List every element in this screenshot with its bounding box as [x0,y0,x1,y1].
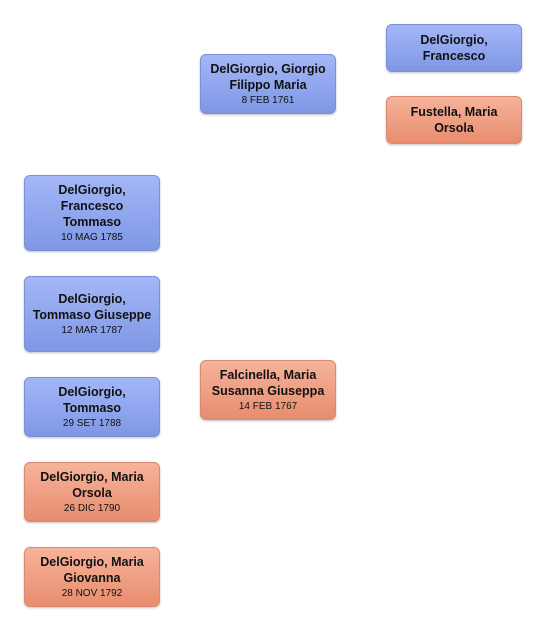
person-card-child[interactable]: DelGiorgio, Tommaso 29 SET 1788 [24,377,160,437]
person-date: 28 NOV 1792 [61,588,123,599]
person-card-child[interactable]: DelGiorgio, Maria Orsola 26 DIC 1790 [24,462,160,522]
person-name: DelGiorgio, Francesco Tommaso [58,183,126,229]
person-card-grandmother[interactable]: Fustella, Maria Orsola [386,96,522,144]
person-name: DelGiorgio, Giorgio Filippo Maria [210,62,326,92]
person-card-mother[interactable]: Falcinella, Maria Susanna Giuseppa 14 FE… [200,360,336,420]
person-date: 8 FEB 1761 [241,95,295,106]
person-card-child[interactable]: DelGiorgio, Maria Giovanna 28 NOV 1792 [24,547,160,607]
person-name: Falcinella, Maria Susanna Giuseppa [211,368,325,398]
person-date: 14 FEB 1767 [238,401,298,412]
person-date: 12 MAR 1787 [61,325,123,336]
person-name: DelGiorgio, Tommaso Giuseppe [32,292,152,322]
person-card-grandfather[interactable]: DelGiorgio, Francesco [386,24,522,72]
person-card-child[interactable]: DelGiorgio, Francesco Tommaso 10 MAG 178… [24,175,160,251]
person-name: DelGiorgio, Maria Giovanna [40,555,144,585]
person-name: Fustella, Maria Orsola [410,105,498,135]
person-date: 29 SET 1788 [62,418,122,429]
person-card-child[interactable]: DelGiorgio, Tommaso Giuseppe 12 MAR 1787 [24,276,160,352]
person-name: DelGiorgio, Francesco [420,33,488,63]
person-card-father[interactable]: DelGiorgio, Giorgio Filippo Maria 8 FEB … [200,54,336,114]
person-date: 26 DIC 1790 [63,503,121,514]
person-name: DelGiorgio, Maria Orsola [40,470,144,500]
person-date: 10 MAG 1785 [61,232,123,243]
person-name: DelGiorgio, Tommaso [58,385,126,415]
